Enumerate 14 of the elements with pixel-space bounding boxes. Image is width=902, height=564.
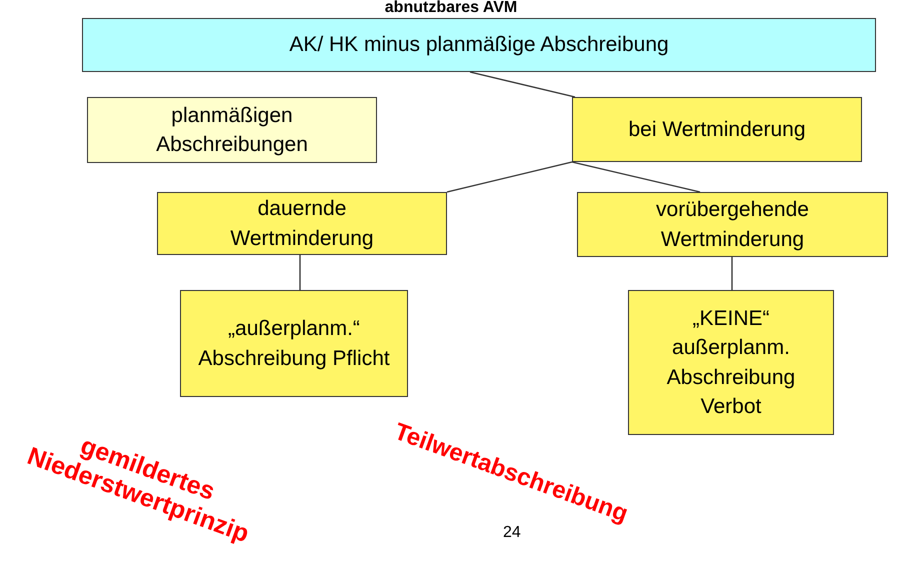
connector-line <box>731 257 733 290</box>
title: abnutzbares AVM <box>384 0 518 17</box>
connector-line <box>572 161 700 193</box>
text-box: AK/ HK minus planmäßige Abschreibung <box>82 18 876 72</box>
text-box: bei Wertminderung <box>572 97 862 162</box>
connector-line <box>446 161 572 193</box>
text-box: planmäßigen Abschreibungen <box>87 97 377 163</box>
page-number: 24 <box>503 524 521 542</box>
text-box: „KEINE“ außerplanm. Abschreibung Verbot <box>628 290 834 435</box>
connector-line <box>470 71 576 98</box>
text-box: vorübergehende Wertminderung <box>577 192 888 257</box>
connector-line <box>299 255 301 290</box>
text-box: „außerplanm.“ Abschreibung Pflicht <box>180 290 408 397</box>
text-box: dauernde Wertminderung <box>157 192 447 255</box>
